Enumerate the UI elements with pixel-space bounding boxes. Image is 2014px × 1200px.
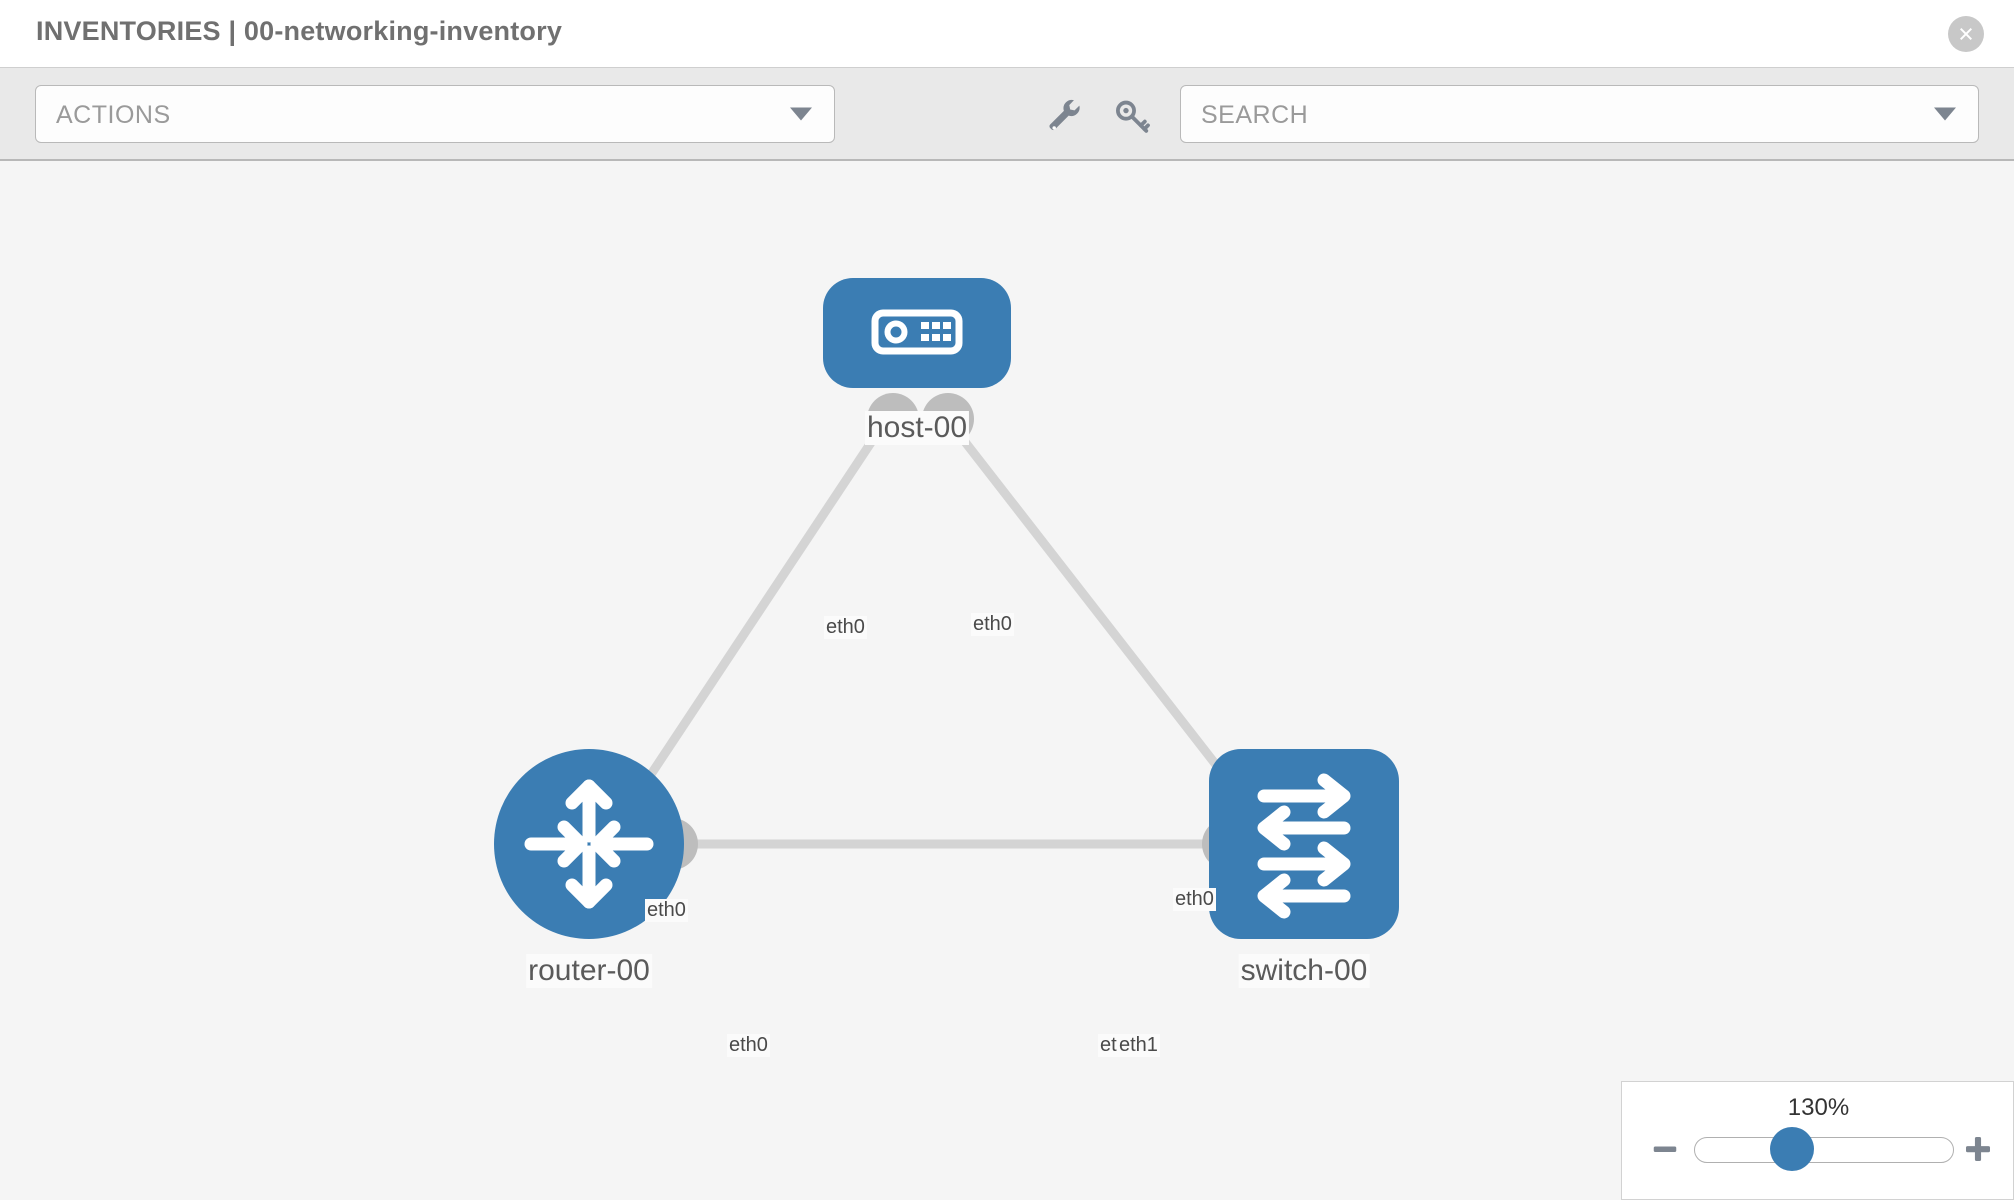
- iface-label-switch00-west-eth1: eth1: [1117, 1034, 1160, 1057]
- page-title: INVENTORIES | 00-networking-inventory: [36, 16, 563, 46]
- zoom-slider-track[interactable]: [1694, 1137, 1954, 1163]
- topology-canvas[interactable]: host-00 router-00 switch-00 eth0 eth0 et…: [0, 161, 2014, 1200]
- zoom-level-value: 130%: [1787, 1094, 1850, 1121]
- zoom-out-button[interactable]: [1648, 1132, 1682, 1166]
- iface-label-router00-east: eth0: [727, 1034, 770, 1057]
- node-label-host-00: host-00: [864, 411, 970, 445]
- iface-label-switch00-north: eth0: [1173, 888, 1216, 911]
- router-arrows-icon: [524, 779, 654, 909]
- router-00-shape[interactable]: [494, 749, 684, 939]
- node-label-router-00: router-00: [526, 954, 652, 988]
- minus-icon: [1653, 1146, 1677, 1152]
- link-host00-router00[interactable]: [626, 426, 884, 809]
- topology-graph: [494, 278, 1399, 939]
- iface-label-host00-right: eth0: [971, 613, 1014, 636]
- node-router-00[interactable]: [494, 749, 684, 939]
- plus-icon: [1966, 1137, 1990, 1161]
- zoom-in-button[interactable]: [1961, 1132, 1995, 1166]
- iface-label-host00-left: eth0: [824, 616, 867, 639]
- wrench-icon[interactable]: [1042, 96, 1086, 136]
- switch-00-shape[interactable]: [1209, 749, 1399, 939]
- search-input[interactable]: SEARCH: [1180, 85, 1979, 143]
- iface-label-router00-north: eth0: [645, 899, 688, 922]
- toolbar: ACTIONS SEARCH: [0, 68, 2014, 161]
- zoom-slider-thumb[interactable]: [1770, 1127, 1814, 1171]
- actions-dropdown[interactable]: ACTIONS: [35, 85, 835, 143]
- key-glyph: [1116, 100, 1150, 133]
- actions-dropdown-label: ACTIONS: [56, 101, 171, 129]
- wrench-glyph: [1049, 99, 1080, 131]
- close-icon[interactable]: [1948, 16, 1984, 52]
- host-00-shape[interactable]: [823, 278, 1011, 388]
- search-placeholder: SEARCH: [1201, 101, 1309, 129]
- chevron-down-icon[interactable]: [1934, 107, 1956, 121]
- close-x-glyph: [1960, 28, 1972, 40]
- switch-arrows-icon: [1257, 773, 1351, 919]
- key-icon[interactable]: [1110, 96, 1154, 136]
- server-icon: [871, 309, 963, 355]
- page-header: INVENTORIES | 00-networking-inventory: [0, 0, 2014, 68]
- zoom-control-panel: 130%: [1621, 1081, 2014, 1200]
- link-host00-switch00[interactable]: [951, 426, 1252, 809]
- node-switch-00[interactable]: [1209, 749, 1399, 939]
- topology-links: [626, 426, 1252, 849]
- node-label-switch-00: switch-00: [1238, 954, 1370, 988]
- topology-ports: [646, 393, 1263, 870]
- node-host-00[interactable]: [823, 278, 1011, 388]
- chevron-down-icon: [790, 107, 812, 121]
